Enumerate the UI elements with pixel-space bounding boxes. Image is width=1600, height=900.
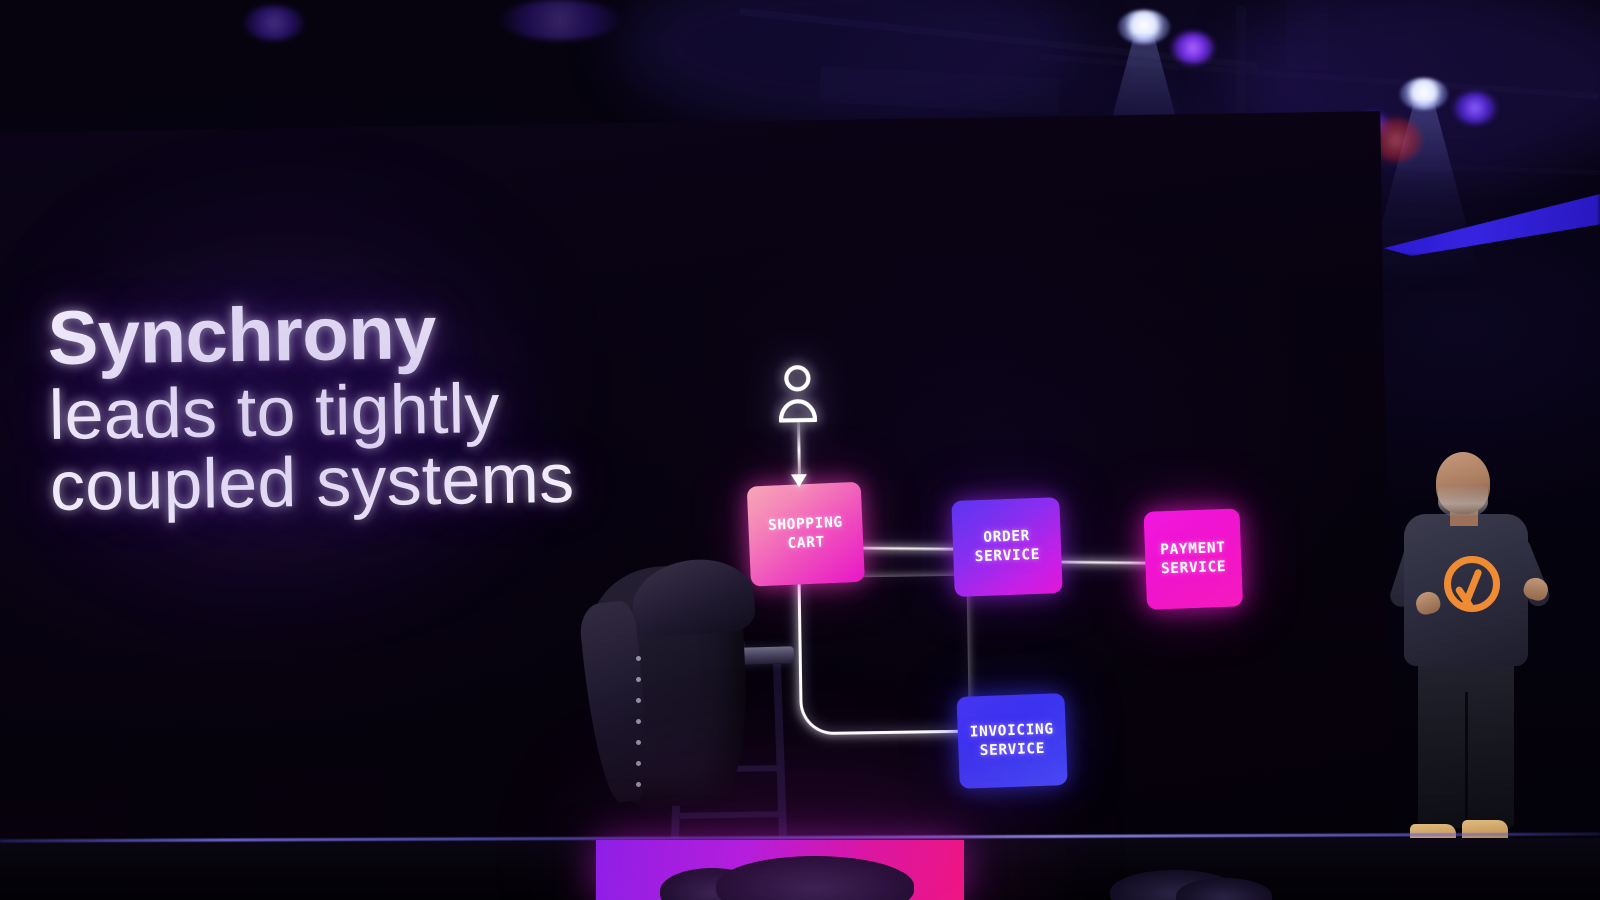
led-fixture-icon-2 bbox=[1454, 92, 1496, 124]
node-order-service: ORDER SERVICE bbox=[951, 497, 1063, 597]
led-fixture-icon-6 bbox=[500, 0, 620, 40]
truss-beam-4 bbox=[819, 66, 1061, 115]
jacket-buttons bbox=[636, 656, 644, 806]
stage-light-wedge bbox=[1383, 193, 1600, 256]
audience-head-silhouette bbox=[716, 856, 914, 900]
truss-upright-2 bbox=[1286, 0, 1328, 70]
node-payment-service-line2: SERVICE bbox=[1160, 558, 1227, 578]
node-payment-service-line1: PAYMENT bbox=[1159, 540, 1226, 559]
bar-stool-with-jacket bbox=[577, 555, 810, 860]
truss-upright-1 bbox=[1236, 6, 1246, 126]
link-cart-to-invoicing bbox=[797, 575, 969, 736]
speaker-beard bbox=[1438, 486, 1488, 518]
node-order-service-line2: SERVICE bbox=[974, 546, 1041, 566]
architecture-diagram: SHOPPING CART ORDER SERVICE PAYMENT SERV… bbox=[731, 253, 1300, 822]
node-shopping-cart-line1: SHOPPING bbox=[767, 514, 844, 534]
node-shopping-cart-line2: CART bbox=[787, 534, 826, 552]
slide-headline: Synchrony leads to tightly coupled syste… bbox=[46, 289, 670, 525]
spotlight-icon-1 bbox=[1084, 10, 1204, 224]
link-cart-to-order bbox=[859, 546, 960, 551]
audience-head-silhouette bbox=[1176, 878, 1272, 900]
led-fixture-icon-1 bbox=[1172, 32, 1214, 64]
speaker-legs bbox=[1418, 658, 1514, 828]
led-fixture-icon-5 bbox=[244, 6, 304, 40]
speaker-person bbox=[1387, 452, 1572, 852]
node-invoicing-service: INVOICING SERVICE bbox=[956, 693, 1068, 789]
lambda-icon bbox=[1444, 556, 1500, 612]
headline-line-1: leads to tightly bbox=[48, 368, 501, 454]
person-icon bbox=[778, 365, 818, 423]
stool-rung-lower bbox=[679, 811, 781, 819]
projection-screen: Synchrony leads to tightly coupled syste… bbox=[0, 111, 1392, 855]
arrow-head-icon bbox=[790, 474, 808, 488]
headline-lead: Synchrony bbox=[46, 289, 437, 382]
node-payment-service: PAYMENT SERVICE bbox=[1143, 508, 1244, 610]
headline-line-2: coupled systems bbox=[49, 438, 575, 525]
link-order-to-payment bbox=[1055, 559, 1152, 565]
node-invoicing-service-line2: SERVICE bbox=[979, 740, 1046, 760]
node-order-service-line1: ORDER bbox=[983, 528, 1031, 547]
